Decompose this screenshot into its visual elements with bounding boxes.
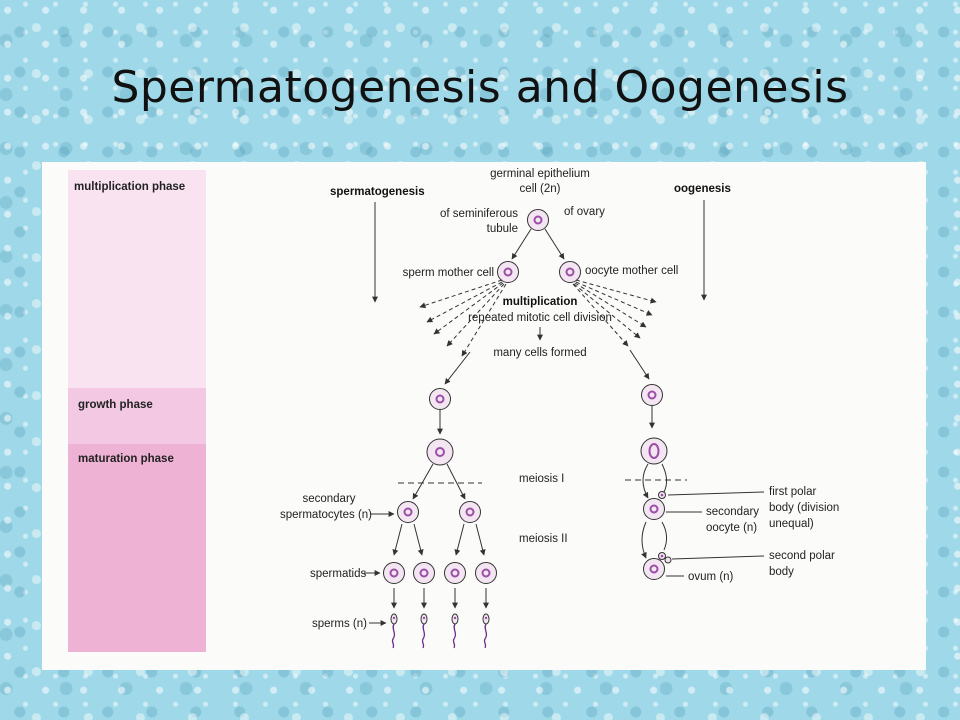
oogonium-cell [641,384,663,406]
arrow-meiosis2-d [475,523,486,556]
label-first-polar-1: first polar [769,486,816,498]
spermatid-cell-1 [383,562,405,584]
spermatid-cell-4 [475,562,497,584]
phase-growth-label: growth phase [78,399,153,411]
label-many-cells: many cells formed [493,347,586,359]
label-germinal-2: cell (2n) [520,183,561,195]
label-multiplication: multiplication [503,296,578,308]
label-spermatids: spermatids [310,568,366,580]
label-first-polar-3: unequal) [769,518,814,530]
label-second-polar-2: body [769,566,794,578]
sperm-3 [451,613,459,649]
gametogenesis-diagram: multiplication phase growth phase matura… [68,168,839,652]
second-polar-body [658,552,672,564]
label-oocyte-mother: oocyte mother cell [585,265,678,277]
label-spermatogenesis: spermatogenesis [330,186,425,198]
arc-oocyte-meiosis1 [661,463,668,493]
arrow-meiosis2-c [454,523,465,556]
arc-oocyte-meiosis2 [661,521,668,551]
arrow-oocyte-meiosis2 [641,521,647,559]
sperm-1 [390,613,398,649]
oocyte-mother-cell [559,261,581,283]
spermatogonium-cell [429,388,451,410]
secondary-oocyte-cell [643,498,665,520]
label-mitotic: repeated mitotic cell division [468,312,612,324]
sperm-2 [420,613,428,649]
arrow-to-oocyte-mother [544,228,565,260]
arrow-meiosis2-b [413,523,424,556]
arrow-left-growth [444,351,471,385]
primary-oocyte-cell [640,437,668,465]
sperm-4 [482,613,490,649]
label-first-polar-2: body (division [769,502,839,514]
label-sperm-mother: sperm mother cell [403,267,494,279]
label-ovary: of ovary [564,206,605,218]
sperm-mother-cell [497,261,519,283]
label-ovum: ovum (n) [688,571,734,583]
label-second-polar-1: second polar [769,550,835,562]
label-meiosis-1: meiosis I [519,473,564,485]
phase-multiplication-band [68,170,206,398]
label-oogenesis: oogenesis [674,183,731,195]
secondary-spermatocyte-cell-2 [459,501,481,523]
label-secondary-2: spermatocytes (n) [280,509,372,521]
leader-first-polar [667,491,765,496]
arrow-meiosis2-a [392,523,403,556]
diagram-figure: multiplication phase growth phase matura… [42,162,926,670]
arrow-meiosis1-b [446,463,466,500]
label-sperms: sperms (n) [312,618,367,630]
label-sec-oocyte-2: oocyte (n) [706,522,757,534]
multiplication-fan-left [419,279,507,357]
arrow-oocyte-meiosis1 [642,463,649,499]
label-secondary-1: secondary [302,493,355,505]
spermatid-cell-3 [444,562,466,584]
multiplication-fan-right [572,279,657,347]
ovum-cell [643,558,665,580]
phase-growth-band [68,388,206,444]
primary-spermatocyte-cell [426,438,454,466]
first-polar-body [658,491,666,499]
slide-title: Spermatogenesis and Oogenesis [111,62,849,113]
label-seminiferous-1: of seminiferous [440,208,518,220]
secondary-spermatocyte-cell-1 [397,501,419,523]
label-seminiferous-2: tubule [487,223,518,235]
arrow-right-growth [629,349,650,380]
leader-second-polar [671,555,765,560]
arrow-meiosis1-a [412,463,434,500]
phase-maturation-label: maturation phase [78,453,174,465]
phase-maturation-band [68,444,206,652]
germinal-cell [527,209,549,231]
arrow-to-sperm-mother [511,228,532,260]
label-meiosis-2: meiosis II [519,533,568,545]
label-sec-oocyte-1: secondary [706,506,759,518]
label-germinal-1: germinal epithelium [490,168,590,180]
phase-multiplication-label: multiplication phase [74,181,185,193]
spermatid-cell-2 [413,562,435,584]
